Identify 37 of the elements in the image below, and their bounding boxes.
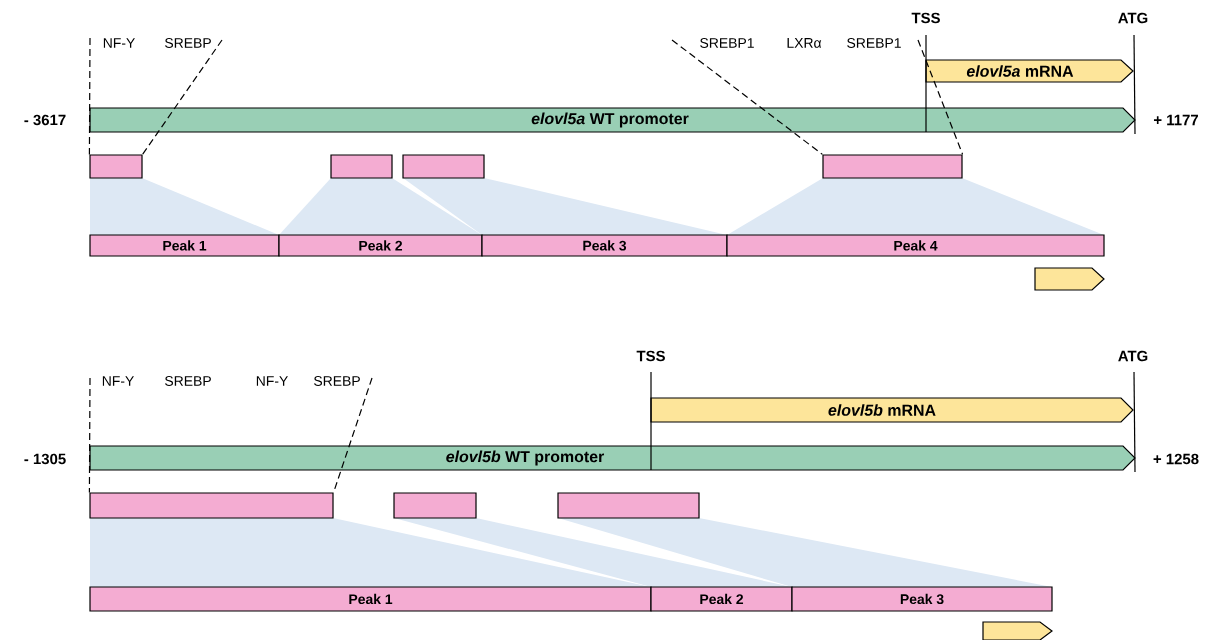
binding-site-label: NF-Y bbox=[103, 38, 135, 48]
peak-box: Peak 2 bbox=[650, 586, 793, 612]
fragment-box bbox=[89, 154, 143, 179]
position-label: + 1177 bbox=[1154, 114, 1198, 126]
binding-site-label: SREBP1 bbox=[700, 38, 754, 48]
binding-site-label: SREBP1 bbox=[847, 38, 901, 48]
leader-line bbox=[142, 39, 223, 155]
fragment-box bbox=[393, 492, 477, 519]
fragment-box bbox=[330, 154, 393, 179]
peak-box: Peak 2 bbox=[278, 234, 483, 257]
binding-site-label: SREBP bbox=[165, 38, 211, 48]
peak-box: Peak 1 bbox=[89, 234, 280, 257]
binding-site-label: NF-Y bbox=[102, 376, 134, 386]
position-label: - 3617 bbox=[24, 114, 66, 126]
site-label: TSS bbox=[911, 12, 940, 24]
peak-box: Peak 3 bbox=[481, 234, 728, 257]
leader-line bbox=[88, 37, 91, 155]
binding-site-label: NF-Y bbox=[256, 376, 288, 386]
binding-site-label: SREBP bbox=[314, 376, 360, 386]
binding-site-label: SREBP bbox=[165, 376, 211, 386]
fragment-box bbox=[89, 492, 334, 519]
site-label: ATG bbox=[1118, 12, 1148, 24]
site-label: TSS bbox=[636, 350, 665, 362]
position-label: - 1305 bbox=[24, 453, 66, 465]
leader-line bbox=[671, 39, 823, 155]
small-arrow bbox=[982, 621, 1053, 640]
fragment-box bbox=[822, 154, 963, 179]
site-label: ATG bbox=[1118, 350, 1148, 362]
peak-box: Peak 3 bbox=[791, 586, 1053, 612]
leader-line bbox=[88, 377, 91, 493]
fragment-box bbox=[402, 154, 485, 179]
small-arrow bbox=[1034, 267, 1105, 291]
peak-box: Peak 4 bbox=[726, 234, 1105, 257]
leader-line bbox=[917, 39, 964, 155]
binding-site-label: LXRα bbox=[787, 38, 822, 48]
position-label: + 1258 bbox=[1153, 453, 1199, 465]
fragment-box bbox=[557, 492, 700, 519]
